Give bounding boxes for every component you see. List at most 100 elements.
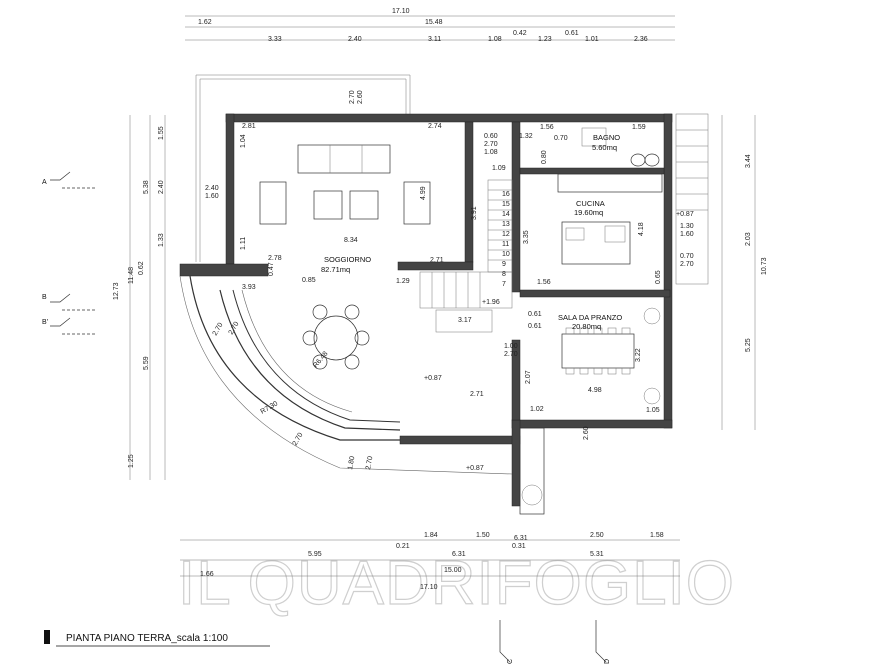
dim-top: 3.33 xyxy=(268,36,282,43)
dim-inner: 4.18 xyxy=(638,222,645,236)
dim-inner: 2.71 xyxy=(470,391,484,398)
dim-bottom: 0.21 xyxy=(396,543,410,550)
dim-inner: 1.60 xyxy=(680,231,694,238)
dim-inner: 0.47 xyxy=(268,262,275,276)
terrace xyxy=(195,74,411,262)
dim-left: 5.59 xyxy=(143,356,150,370)
dim-inner: 0.61 xyxy=(528,311,542,318)
dim-inner: 0.61 xyxy=(528,323,542,330)
dim-inner: 1.56 xyxy=(537,279,551,286)
kitchen-fixtures xyxy=(557,173,663,265)
section-a-label: A xyxy=(42,179,47,186)
planter xyxy=(519,427,545,515)
dim-top: 0.42 xyxy=(513,30,527,37)
dim-inner: 0.70 xyxy=(554,135,568,142)
dim-right: 3.44 xyxy=(745,154,752,168)
bottom-dimensions: 5.95 0.21 1.84 6.31 1.50 0.31 2.50 1.58 … xyxy=(180,532,680,591)
dim-bottom: 15.00 xyxy=(444,567,462,574)
plan-title: PIANTA PIANO TERRA_scala 1:100 xyxy=(44,630,270,647)
dim-inner: R7.30 xyxy=(260,400,280,415)
dim-left: 1.25 xyxy=(128,454,135,468)
dim-inner: 2.70 xyxy=(212,322,225,337)
dim-top: 1.01 xyxy=(585,36,599,43)
dim-inner: 2.74 xyxy=(428,123,442,130)
sofa xyxy=(297,144,391,174)
top-dimensions: 17.10 15.48 1.62 3.33 2.40 3.11 1.08 0.4… xyxy=(185,8,675,43)
dim-inner: 1.08 xyxy=(484,149,498,156)
dim-right: 2.03 xyxy=(745,232,752,246)
dim-inner: 1.00 xyxy=(504,343,518,350)
dim-inner: 2.70 xyxy=(365,456,374,471)
dim-left: 1.33 xyxy=(158,233,165,247)
dim-bottom: 1.50 xyxy=(476,532,490,539)
dim-bottom: 6.31 xyxy=(452,551,466,558)
dim-top: 1.62 xyxy=(198,19,212,26)
dim-inner: 2.81 xyxy=(242,123,256,130)
dim-bottom: 5.31 xyxy=(590,551,604,558)
section-c-label: C xyxy=(507,659,514,664)
dim-inner: 1.60 xyxy=(205,193,219,200)
dim-inner: 1.29 xyxy=(396,278,410,285)
curved-wall xyxy=(179,275,513,475)
stair-step: 7 xyxy=(502,281,506,288)
dim-inner: 1.09 xyxy=(492,165,506,172)
dim-left: 12.73 xyxy=(113,282,120,300)
dim-inner: 3.17 xyxy=(458,317,472,324)
dim-inner: 2.07 xyxy=(525,370,532,384)
dim-top: 2.40 xyxy=(348,36,362,43)
room-soggiorno-name: SOGGIORNO xyxy=(324,255,371,264)
title-text: PIANTA PIANO TERRA_scala 1:100 xyxy=(66,633,228,644)
dim-inner: 2.70 xyxy=(349,90,356,104)
exterior-stair xyxy=(675,113,709,285)
round-dining-table xyxy=(302,304,370,370)
dim-top: 0.61 xyxy=(565,30,579,37)
stair-step: 9 xyxy=(502,261,506,268)
dim-top: 3.11 xyxy=(428,36,441,43)
stair-step: 10 xyxy=(502,251,510,258)
level-mark: +1.96 xyxy=(482,299,500,306)
dim-inner: 1.04 xyxy=(240,134,247,148)
walls xyxy=(179,113,673,507)
dim-left: 11.48 xyxy=(128,267,135,284)
dim-inner: 0.85 xyxy=(302,277,316,284)
room-soggiorno-area: 82.71mq xyxy=(321,265,350,274)
dim-inner: 0.60 xyxy=(484,133,498,140)
left-dimensions: 1.55 5.38 2.40 1.33 11.48 0.62 12.73 5.5… xyxy=(113,115,166,480)
dim-left: 1.55 xyxy=(158,126,165,140)
inner-dimensions: 2.81 2.74 1.04 2.40 1.60 8.34 4.99 3.91 … xyxy=(205,90,694,470)
dim-inner: 8.34 xyxy=(344,237,358,244)
level-mark: +0.87 xyxy=(676,211,694,218)
dim-inner: 1.59 xyxy=(632,124,646,131)
dim-bottom: 17.10 xyxy=(420,584,438,591)
dim-right: 5.25 xyxy=(745,338,752,352)
dim-inner: 0.80 xyxy=(541,150,548,164)
dim-inner: 2.71 xyxy=(430,257,444,264)
dim-inner: 4.99 xyxy=(420,186,427,200)
dim-inner: 1.05 xyxy=(646,407,660,414)
section-b2-label: B' xyxy=(42,319,48,326)
right-dimensions: 3.44 2.03 10.73 5.25 xyxy=(721,115,768,430)
dim-left: 0.62 xyxy=(138,261,145,275)
stair-step: 8 xyxy=(502,271,506,278)
dim-inner: 2.70 xyxy=(292,432,305,447)
dim-inner: 3.22 xyxy=(635,348,642,362)
level-mark: +0.87 xyxy=(424,375,442,382)
dim-inner: 2.70 xyxy=(504,351,518,358)
section-d-label: D xyxy=(604,659,611,664)
dim-inner: 3.93 xyxy=(242,284,256,291)
stair-step: 12 xyxy=(502,231,510,238)
dim-total-top: 17.10 xyxy=(392,8,410,15)
dim-inner: 3.35 xyxy=(523,230,530,244)
dim-inner: 2.70 xyxy=(484,141,498,148)
dim-sub-top: 15.48 xyxy=(425,19,443,26)
dim-inner: 1.11 xyxy=(240,237,247,250)
stair-step: 11 xyxy=(502,241,509,248)
dim-inner: 4.98 xyxy=(588,387,602,394)
dim-inner: 2.40 xyxy=(205,185,219,192)
room-cucina-name: CUCINA xyxy=(576,199,605,208)
stair-step: 16 xyxy=(502,191,510,198)
level-mark: +0.87 xyxy=(466,465,484,472)
dim-left: 2.40 xyxy=(158,180,165,194)
dim-inner: 3.91 xyxy=(471,206,478,220)
